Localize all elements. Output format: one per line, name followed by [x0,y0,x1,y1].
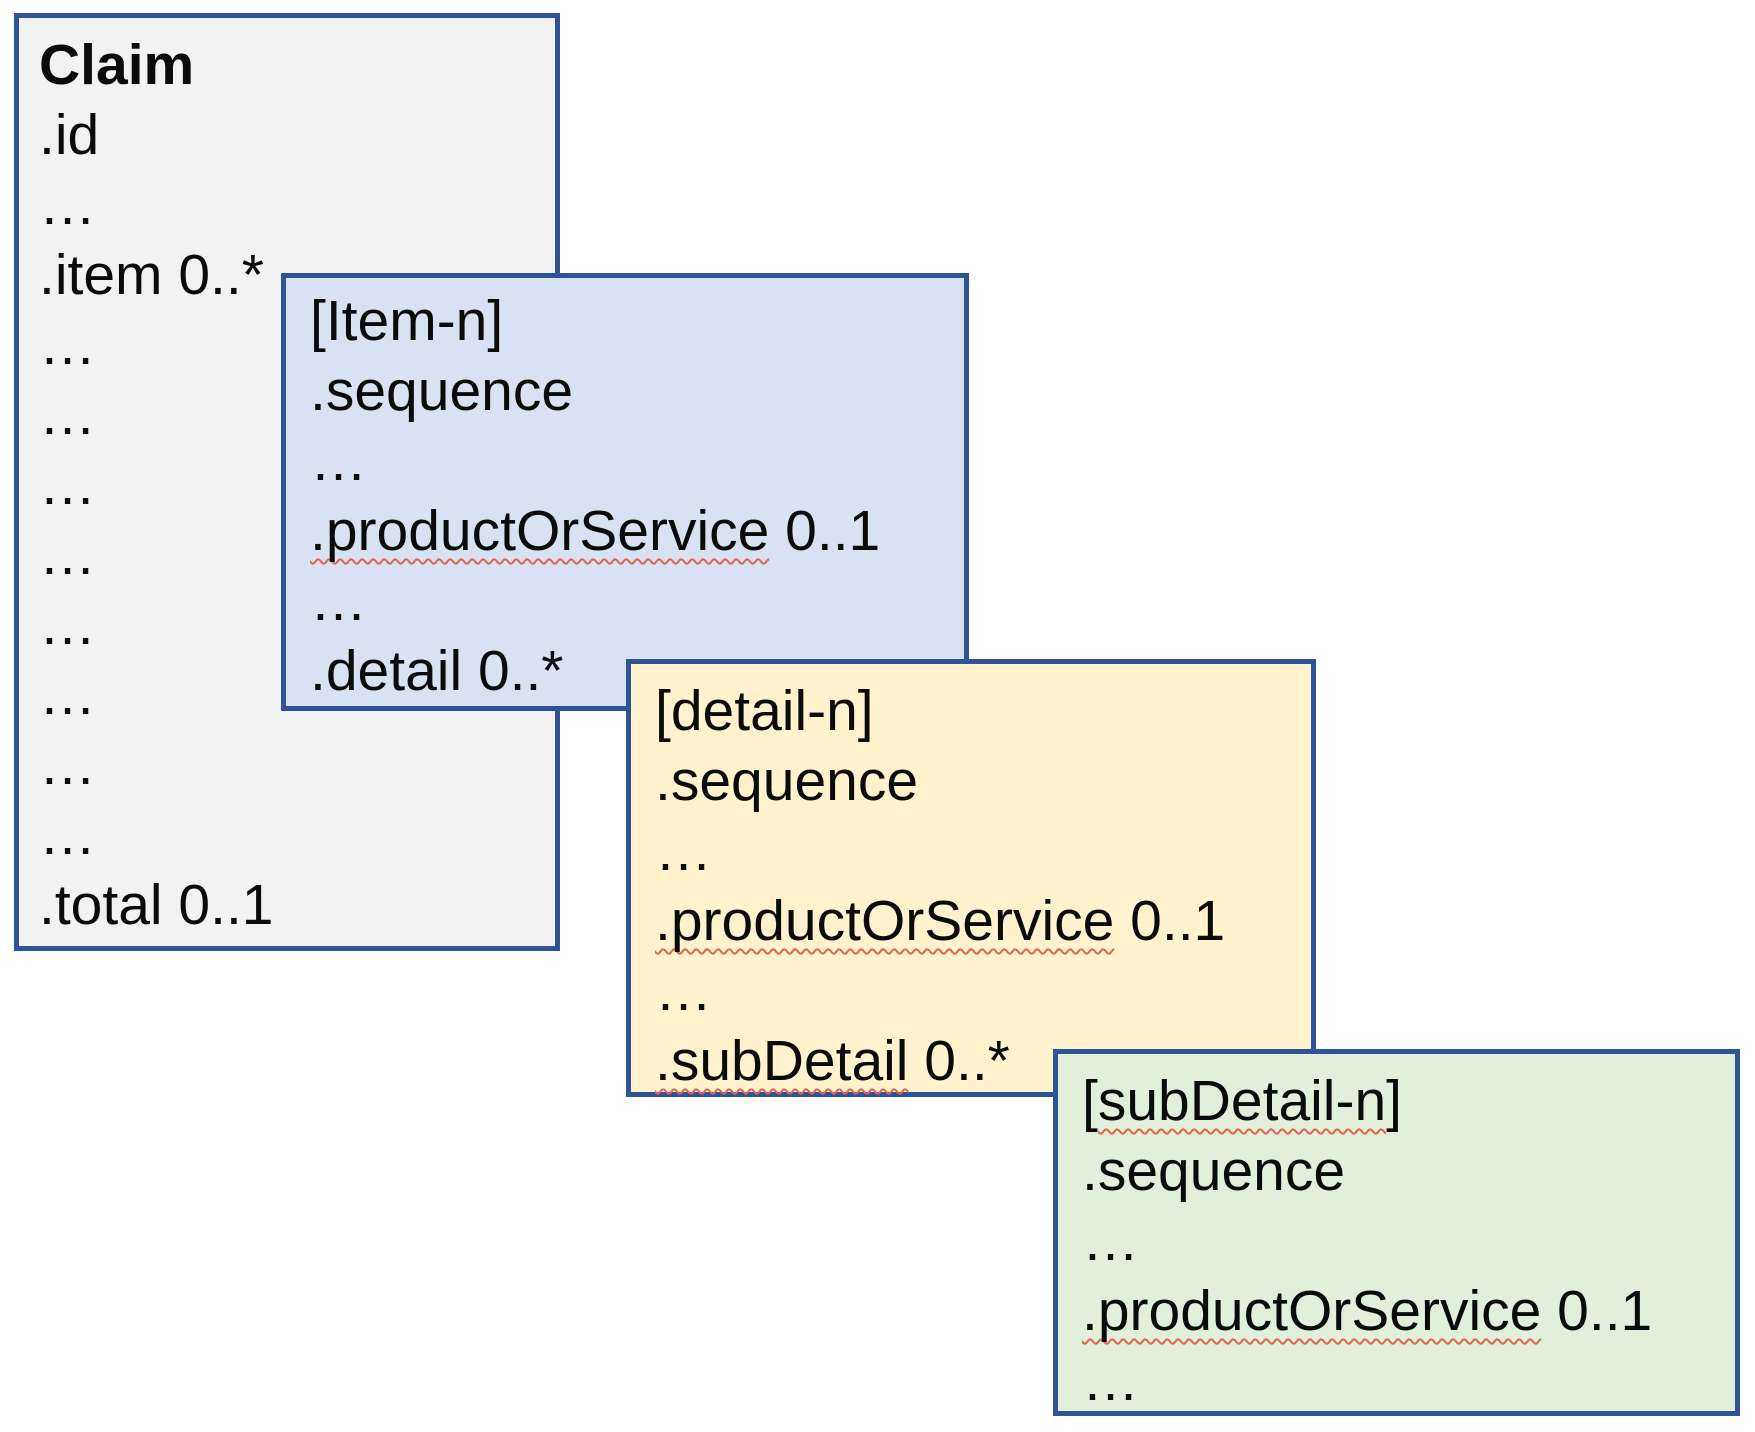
field-line: … [39,733,96,797]
spellcheck-squiggle-text: .productOrService [1082,1279,1542,1343]
field-line: … [310,569,367,633]
spellcheck-squiggle-text: subDetail-n [1097,1069,1387,1133]
field-line: [Item-n] [310,289,504,353]
field-line: .subDetail 0..* [655,1029,1010,1093]
field-line: .sequence [1082,1139,1346,1203]
field-line: .productOrService 0..1 [310,499,881,563]
field-line: .productOrService 0..1 [655,889,1226,953]
field-line: … [655,819,712,883]
field-line: … [39,173,96,237]
field-line: … [310,429,367,493]
field-line: .total 0..1 [39,873,274,937]
field-line: .id [39,103,100,167]
field-line: … [39,803,96,867]
item-entity-box: [Item-n].sequence….productOrService 0..1… [281,273,969,711]
field-line: … [39,313,96,377]
spellcheck-squiggle-text: .subDetail [655,1029,909,1093]
spellcheck-squiggle-text: .productOrService [310,499,770,563]
field-line: .item 0..* [39,243,264,307]
detail-entity-box: [detail-n].sequence….productOrService 0.… [626,659,1316,1097]
field-line: … [655,959,712,1023]
field-line: [detail-n] [655,679,874,743]
field-line: … [1082,1209,1139,1273]
field-line: .sequence [655,749,919,813]
field-line: … [39,523,96,587]
field-line: … [39,593,96,657]
field-line: … [39,453,96,517]
field-line: … [39,663,96,727]
field-line: .detail 0..* [310,639,564,703]
field-line: [subDetail-n] [1082,1069,1402,1133]
field-line: Claim [39,33,195,97]
field-line: .sequence [310,359,574,423]
field-line: … [39,383,96,447]
field-line: .productOrService 0..1 [1082,1279,1653,1343]
subdetail-entity-box: [subDetail-n].sequence….productOrService… [1053,1049,1740,1416]
field-line: … [1082,1349,1139,1413]
spellcheck-squiggle-text: .productOrService [655,889,1115,953]
